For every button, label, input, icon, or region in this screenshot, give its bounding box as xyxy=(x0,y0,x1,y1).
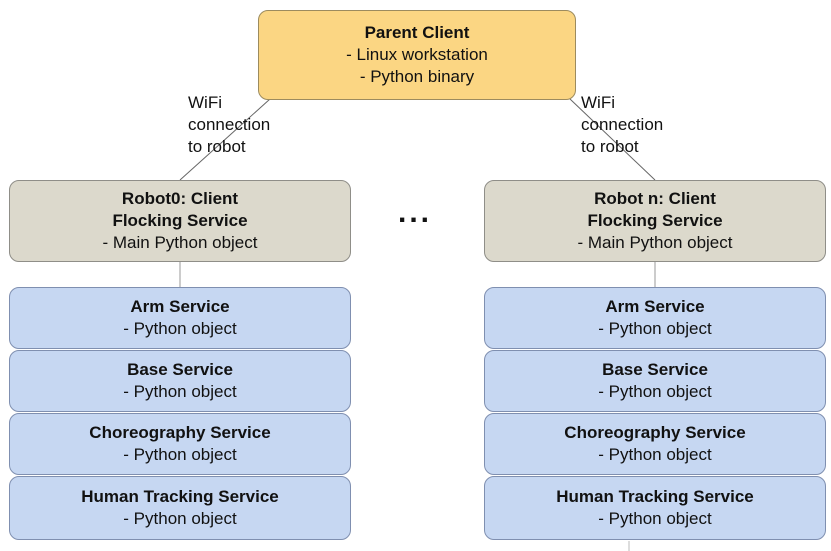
right-arm-service-box: Arm Service - Python object xyxy=(484,287,826,349)
right-arm-service-title: Arm Service xyxy=(605,297,705,316)
left-base-service-box: Base Service - Python object xyxy=(9,350,351,412)
wifi-label-left-line-3: to robot xyxy=(188,137,246,156)
right-choreography-service-title: Choreography Service xyxy=(564,423,746,442)
left-base-service-detail: - Python object xyxy=(123,382,237,401)
robotn-client-detail: - Main Python object xyxy=(577,233,733,252)
right-base-service-title: Base Service xyxy=(602,360,708,379)
robot0-client-box: Robot0: Client Flocking Service - Main P… xyxy=(9,180,351,262)
left-choreography-service-detail: - Python object xyxy=(123,445,237,464)
robot0-flocking-title: Flocking Service xyxy=(112,211,248,230)
wifi-label-left-line-1: WiFi xyxy=(188,93,222,112)
right-base-service-detail: - Python object xyxy=(598,382,712,401)
parent-client-title: Parent Client xyxy=(364,23,470,42)
left-arm-service-detail: - Python object xyxy=(123,319,237,338)
left-base-service-title: Base Service xyxy=(127,360,233,379)
right-choreography-service-detail: - Python object xyxy=(598,445,712,464)
parent-client-box: Parent Client - Linux workstation - Pyth… xyxy=(258,10,576,100)
parent-client-detail-1: - Linux workstation xyxy=(346,45,488,64)
wifi-label-right: WiFi connection to robot xyxy=(581,92,663,158)
left-human-tracking-service-box: Human Tracking Service - Python object xyxy=(9,476,351,540)
robot0-client-title: Robot0: Client xyxy=(121,189,239,208)
right-human-tracking-service-box: Human Tracking Service - Python object xyxy=(484,476,826,540)
robotn-flocking-title: Flocking Service xyxy=(587,211,723,230)
left-arm-service-title: Arm Service xyxy=(130,297,230,316)
wifi-label-right-line-1: WiFi xyxy=(581,93,615,112)
left-human-tracking-service-title: Human Tracking Service xyxy=(81,487,279,506)
left-choreography-service-title: Choreography Service xyxy=(89,423,271,442)
wifi-link-right xyxy=(569,98,656,181)
robotn-client-title: Robot n: Client xyxy=(594,189,716,208)
right-choreography-service-box: Choreography Service - Python object xyxy=(484,413,826,475)
parent-client-detail-2: - Python binary xyxy=(359,67,475,86)
left-human-tracking-service-detail: - Python object xyxy=(123,509,237,528)
right-human-tracking-service-title: Human Tracking Service xyxy=(556,487,754,506)
robot0-client-detail: - Main Python object xyxy=(102,233,258,252)
left-arm-service-box: Arm Service - Python object xyxy=(9,287,351,349)
wifi-label-left: WiFi connection to robot xyxy=(188,92,270,158)
robotn-client-box: Robot n: Client Flocking Service - Main … xyxy=(484,180,826,262)
right-arm-service-detail: - Python object xyxy=(598,319,712,338)
wifi-label-right-line-2: connection xyxy=(581,115,664,134)
wifi-label-left-line-2: connection xyxy=(188,115,271,134)
wifi-label-right-line-3: to robot xyxy=(581,137,639,156)
right-human-tracking-service-detail: - Python object xyxy=(598,509,712,528)
right-base-service-box: Base Service - Python object xyxy=(484,350,826,412)
wifi-link-left xyxy=(179,98,271,181)
left-choreography-service-box: Choreography Service - Python object xyxy=(9,413,351,475)
ellipsis-more-robots: ... xyxy=(398,196,433,229)
